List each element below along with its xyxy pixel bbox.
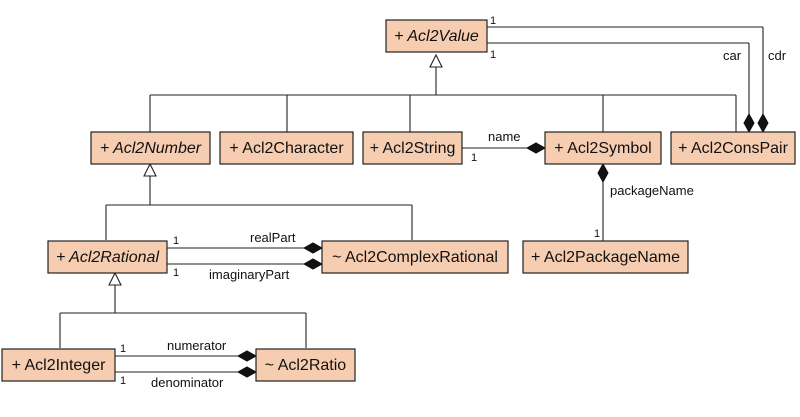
role-name: name: [488, 129, 521, 144]
composition-diamond-name: [525, 142, 547, 154]
multiplicity-cdr: 1: [490, 15, 496, 27]
class-label-acl2character: + Acl2Character: [229, 140, 344, 157]
role-packagename: packageName: [610, 183, 694, 198]
composition-diamond-realpart: [302, 242, 324, 254]
class-acl2number[interactable]: + Acl2Number: [90, 131, 211, 165]
composition-diamond-imaginarypart: [302, 258, 324, 270]
composition-diamond-packagename: [597, 162, 609, 184]
class-label-acl2integer: + Acl2Integer: [12, 357, 107, 374]
class-acl2packagename[interactable]: + Acl2PackageName: [522, 240, 689, 274]
class-label-acl2conspair: + Acl2ConsPair: [678, 140, 789, 157]
composition-name: name 1: [462, 129, 547, 164]
class-label-acl2packagename: + Acl2PackageName: [531, 249, 680, 266]
class-acl2integer[interactable]: + Acl2Integer: [1, 348, 116, 382]
class-label-acl2complexrational: ~ Acl2ComplexRational: [332, 249, 498, 266]
class-acl2string[interactable]: + Acl2String: [362, 131, 463, 165]
role-cdr: cdr: [768, 48, 787, 63]
composition-diamond-car: [743, 112, 755, 134]
multiplicity-realpart: 1: [173, 235, 179, 247]
generalization-value: [149, 53, 737, 132]
class-label-acl2value: + Acl2Value: [394, 28, 479, 45]
composition-diamond-cdr: [757, 112, 769, 134]
multiplicity-packagename: 1: [594, 228, 600, 240]
class-label-acl2string: + Acl2String: [370, 140, 456, 157]
class-acl2conspair[interactable]: + Acl2ConsPair: [670, 131, 796, 165]
composition-ratio: numerator denominator 1 1: [115, 338, 258, 390]
multiplicity-imaginarypart: 1: [173, 267, 179, 279]
class-label-acl2number: + Acl2Number: [100, 140, 202, 157]
role-car: car: [723, 48, 742, 63]
composition-packagename: packageName 1: [594, 162, 694, 241]
role-denominator: denominator: [151, 375, 224, 390]
generalization-number: [105, 162, 413, 240]
multiplicity-numerator: 1: [120, 343, 126, 355]
class-acl2character[interactable]: + Acl2Character: [219, 131, 354, 165]
composition-diamond-numerator: [236, 350, 258, 362]
role-realpart: realPart: [250, 230, 296, 245]
class-acl2ratio[interactable]: ~ Acl2Ratio: [255, 348, 356, 382]
generalization-rational: [59, 271, 307, 348]
inheritance-arrow-value: [429, 53, 443, 68]
multiplicity-name: 1: [471, 152, 477, 164]
role-numerator: numerator: [167, 338, 227, 353]
class-acl2rational[interactable]: + Acl2Rational: [47, 240, 168, 274]
composition-complex: realPart imaginaryPart 1 1: [167, 230, 324, 282]
class-label-acl2rational: + Acl2Rational: [56, 249, 159, 266]
class-acl2complexrational[interactable]: ~ Acl2ComplexRational: [321, 240, 509, 274]
multiplicity-denominator: 1: [120, 375, 126, 387]
class-label-acl2ratio: ~ Acl2Ratio: [265, 357, 346, 374]
composition-diamond-denominator: [236, 366, 258, 378]
composition-car-cdr: 1 1 car cdr: [487, 15, 787, 134]
class-label-acl2symbol: + Acl2Symbol: [554, 140, 651, 157]
inheritance-arrow-number: [143, 162, 157, 177]
multiplicity-car: 1: [490, 49, 496, 61]
role-imaginarypart: imaginaryPart: [209, 267, 290, 282]
class-acl2symbol[interactable]: + Acl2Symbol: [544, 131, 662, 165]
inheritance-arrow-rational: [108, 271, 122, 286]
class-acl2value[interactable]: + Acl2Value: [385, 19, 488, 53]
